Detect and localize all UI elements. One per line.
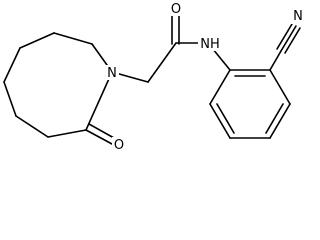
ring-bond	[47, 129, 87, 138]
methylene-linker	[111, 42, 177, 83]
label-background	[112, 137, 126, 151]
lactam-carbonyl	[85, 123, 115, 145]
benzene-ring	[209, 69, 291, 139]
ring-bond	[209, 69, 231, 105]
single-bond	[147, 42, 177, 83]
double-bond	[88, 123, 115, 139]
label-background	[198, 36, 222, 51]
aromatic-double-bond	[216, 103, 235, 134]
single-bond	[269, 50, 282, 71]
molecule-diagram: O NH N O N	[3, 0, 305, 151]
ring-bond	[19, 32, 55, 49]
double-bond	[85, 129, 113, 145]
nitrile-nitrogen-label: N	[293, 9, 303, 24]
triple-bond	[280, 25, 297, 52]
label-background	[169, 0, 183, 16]
triple-bond	[276, 23, 293, 50]
ring-bond	[209, 103, 231, 139]
azocane-ring	[3, 32, 113, 138]
amide-nitrogen-label: NH	[200, 37, 220, 52]
ring-bond	[85, 71, 113, 131]
ring-bond	[3, 47, 21, 83]
label-background	[106, 65, 119, 80]
aromatic-double-bond	[265, 103, 284, 134]
triple-bond	[284, 27, 301, 54]
ring-bond	[53, 32, 93, 45]
ring-bond	[15, 115, 49, 138]
atom-labels: O NH N O N	[106, 0, 305, 151]
ring-bond	[269, 69, 291, 105]
ring-nitrogen-label: N	[107, 66, 117, 81]
amide-oxygen-label: O	[171, 2, 181, 17]
ring-bond	[3, 81, 17, 117]
lactam-oxygen-label: O	[114, 138, 124, 151]
ring-bond	[269, 103, 291, 139]
nitrile-group	[269, 23, 301, 71]
label-background	[291, 8, 305, 24]
